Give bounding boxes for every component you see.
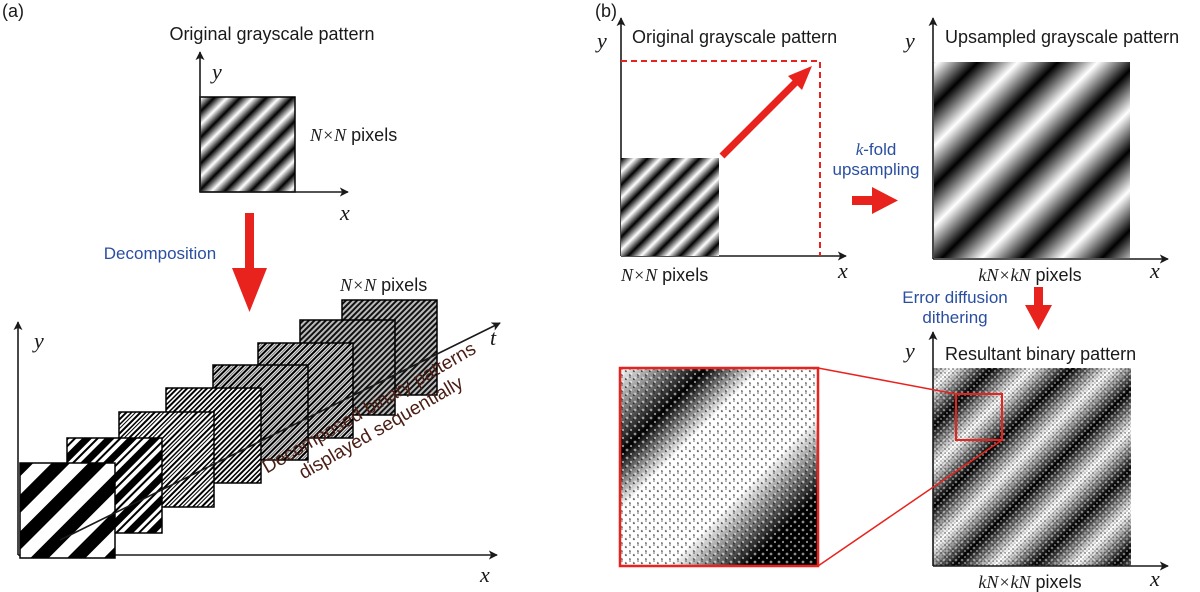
panel-a: (a) Original grayscale pattern y x N×N p…: [2, 1, 501, 587]
upsampled-pattern: [934, 62, 1130, 258]
panel-a-original-x-label: x: [339, 200, 350, 225]
panel-b-tag: (b): [595, 1, 617, 21]
panel-b-result-y-label: y: [903, 338, 915, 363]
zoom-region-marker: [955, 393, 1003, 441]
panel-b-original-x-label: x: [837, 258, 848, 283]
panel-b-upsampled-title: Upsampled grayscale pattern: [945, 27, 1179, 47]
upsample-diagonal-arrow-head: [788, 66, 812, 90]
decomposed-pattern-stack: [19, 299, 438, 559]
panel-b-upsampled-x-label: x: [1149, 258, 1160, 283]
panel-a-t-label: t: [490, 325, 497, 350]
panel-a-t-axis: [59, 322, 501, 541]
zoom-connector-top: [817, 367, 957, 395]
panel-b-result: y x Resultant binary pattern kN×kN pixel…: [903, 331, 1169, 592]
upsampling-arrow: [852, 187, 898, 214]
dithering-label-line1: Error diffusion: [902, 288, 1008, 307]
decomposition-label: Decomposition: [104, 244, 216, 263]
panel-b-original: y x Original grayscale pattern N×N pixel…: [595, 17, 848, 285]
panel-a-tag: (a): [2, 1, 24, 21]
zoom-connector-bottom: [817, 439, 1003, 567]
panel-a-main-x-label: x: [479, 562, 490, 587]
upsampling-label-line2: upsampling: [833, 160, 920, 179]
dithering-arrow: [1025, 287, 1052, 330]
panel-a-original-title: Original grayscale pattern: [169, 24, 374, 44]
panel-b-original-title: Original grayscale pattern: [632, 27, 837, 47]
panel-b-original-y-label: y: [595, 28, 607, 53]
panel-a-main-y-label: y: [32, 328, 44, 353]
resultant-binary-pattern: [933, 368, 1131, 566]
decomposition-arrow: [232, 213, 267, 312]
panel-b-upsampled-y-label: y: [903, 28, 915, 53]
panel-b-upsampled-size: kN×kN pixels: [978, 265, 1081, 285]
panel-b-original-size: N×N pixels: [620, 265, 708, 285]
panel-a-original-pattern: y x N×N pixels: [195, 51, 397, 225]
zoomed-dithered-inset: [618, 366, 820, 568]
decomposed-pattern-1: [19, 462, 116, 559]
panel-a-original-y-label: y: [210, 59, 222, 84]
upsampling-label-line1: k-fold: [856, 140, 897, 159]
panel-b-upsampled: y x Upsampled grayscale pattern kN×kN pi…: [903, 17, 1179, 285]
upsample-diagonal-arrow-shaft: [719, 79, 799, 159]
panel-b-result-x-label: x: [1149, 566, 1160, 591]
dithering-label-line2: dithering: [922, 308, 987, 327]
panel-a-original-size: N×N pixels: [309, 125, 397, 145]
panel-a-stack-size: N×N pixels: [339, 275, 427, 295]
panel-b-original-pattern: [621, 158, 719, 256]
panel-b-result-size: kN×kN pixels: [978, 572, 1081, 592]
panel-b: (b) y x Original grayscale pattern N×N p…: [595, 1, 1179, 592]
panel-b-result-title: Resultant binary pattern: [945, 344, 1136, 364]
